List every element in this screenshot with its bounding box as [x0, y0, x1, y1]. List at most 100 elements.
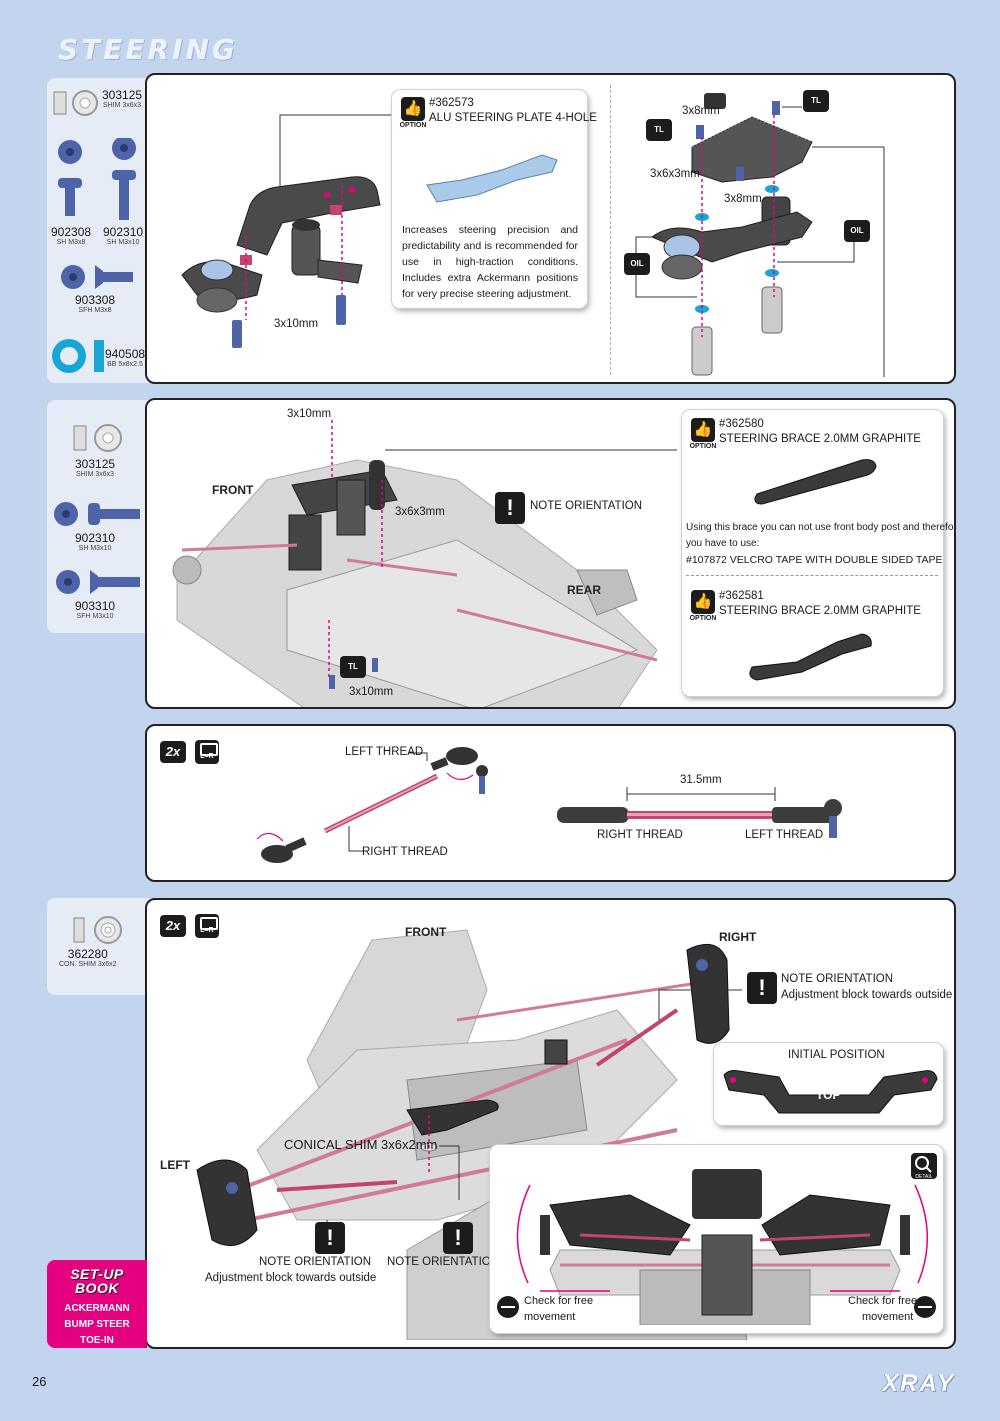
shim-icon — [73, 424, 122, 452]
right-label: RIGHT — [719, 930, 757, 944]
parts-box-step1: 303125 SHIM 3x6x3 902308 SH M3x8 902310 … — [47, 78, 157, 383]
left-right-same-icon: L=R — [195, 914, 219, 938]
steering-plate-illustration — [723, 1070, 938, 1114]
option-note-line: you have to use: — [686, 538, 760, 549]
countersunk-screw-icon — [61, 265, 133, 289]
screw-size-label: 3x8mm — [682, 105, 720, 117]
part-desc: SFH M3x8 — [78, 306, 112, 314]
front-label: FRONT — [405, 925, 447, 939]
setup-book-title: SET-UP — [70, 1266, 124, 1282]
option-part-number: #362573 — [429, 97, 474, 109]
screwdriver-icon — [497, 1296, 519, 1318]
note-orientation: NOTE ORIENTATION — [781, 973, 894, 985]
part-desc: SH M3x10 — [78, 544, 112, 552]
steering-arms-illustration — [635, 93, 885, 377]
screwdriver-icon — [914, 1296, 936, 1318]
screw-size-label: 3x8mm — [724, 193, 762, 205]
conical-shim-icon — [73, 916, 122, 944]
part-code: 362280 — [67, 947, 108, 961]
option-part-name: STEERING BRACE 2.0MM GRAPHITE — [719, 605, 921, 617]
attention-icon: ! — [315, 1222, 345, 1254]
option-note-line: Using this brace you can not use front b… — [686, 522, 956, 533]
right-thread-label: RIGHT THREAD — [597, 829, 683, 841]
alu-plate-illustration — [426, 154, 558, 203]
steering-assembly-illustration — [181, 114, 394, 348]
initial-position-label: INITIAL POSITION — [788, 1049, 885, 1061]
brace-illustration — [754, 459, 877, 505]
divider — [686, 575, 938, 576]
step3-panel: 2x L=R LEFT THREAD RIGHT THREAD 31.5mm R… — [145, 724, 956, 882]
part-desc: BB 5x8x2.5 — [107, 360, 143, 368]
step4-panel: 2x L=R FRONT RIGHT LEFT ! NOTE ORIENTATI… — [145, 898, 956, 1349]
option-callout: 👍OPTION #362580 STEERING BRACE 2.0MM GRA… — [682, 410, 954, 696]
page-title: STEERING — [58, 33, 238, 66]
screw-size-label: 3x10mm — [274, 318, 319, 330]
chassis-illustration — [172, 420, 677, 707]
parts-box-step2: 303125 SHIM 3x6x3 902310 SH M3x10 903310… — [47, 400, 157, 633]
part-code: 940508 — [105, 347, 146, 361]
screw-icon — [58, 138, 136, 220]
option-icon: 👍OPTION — [397, 97, 429, 129]
part-code: 903310 — [75, 599, 116, 613]
screw-size-label: 3x10mm — [287, 408, 332, 420]
check-free-movement: movement — [862, 1311, 914, 1323]
brace-illustration — [749, 633, 872, 681]
note-orientation: NOTE ORIENTATION — [259, 1256, 372, 1268]
shim-icon — [53, 90, 98, 116]
part-desc: SHIM 3x6x3 — [75, 470, 115, 478]
screw-icon — [54, 502, 140, 526]
attention-icon: ! — [443, 1222, 473, 1254]
attention-icon: ! — [747, 972, 777, 1004]
part-code: 902308 — [51, 225, 92, 239]
setup-book-item: BUMP STEER — [64, 1319, 130, 1330]
option-part-name: STEERING BRACE 2.0MM GRAPHITE — [719, 433, 921, 445]
note-orientation: NOTE ORIENTATION — [530, 500, 643, 512]
divider — [610, 85, 611, 375]
part-code: 902310 — [75, 531, 116, 545]
note-detail: Adjustment block towards outside — [205, 1272, 377, 1284]
detail-callout: DETAIL Check for free movement — [490, 1145, 943, 1333]
check-free-movement: Check for free — [848, 1295, 918, 1307]
front-label: FRONT — [212, 483, 254, 497]
initial-position-callout: INITIAL POSITION TOP — [714, 1043, 943, 1125]
option-part-number: #362580 — [719, 418, 764, 430]
part-code: 303125 — [75, 457, 116, 471]
detail-label: DETAIL — [915, 1174, 933, 1180]
step1-panel: 3x10mm 👍OPTION #362573 ALU STEERING PLAT… — [145, 73, 956, 384]
setup-book-item: TOE-IN — [80, 1335, 114, 1346]
turnbuckle-assembled-illustration — [557, 787, 842, 838]
option-icon: 👍OPTION — [687, 418, 719, 450]
setup-book-title: BOOK — [75, 1280, 119, 1296]
note-detail: Adjustment block towards outside — [781, 989, 953, 1001]
setup-book-badge: SET-UP BOOK ACKERMANN BUMP STEER TOE-IN — [47, 1260, 147, 1348]
oil-icon: OIL — [844, 220, 870, 242]
oil-icon: OIL — [624, 253, 650, 275]
note-orientation: NOTE ORIENTATION — [387, 1256, 500, 1268]
length-label: 31.5mm — [680, 774, 722, 786]
countersunk-screw-icon — [56, 570, 140, 594]
shim-size-label: 3x6x3mm — [395, 506, 445, 518]
left-label: LEFT — [160, 1158, 190, 1172]
top-label: TOP — [816, 1088, 841, 1102]
option-description: Increases steering precision and predict… — [402, 224, 578, 300]
threadlock-icon: TL — [646, 119, 672, 141]
part-code: 303125 — [102, 88, 143, 102]
quantity-badge: 2x — [160, 741, 186, 763]
step2-panel: 3x10mm FRONT 3x6x3mm REAR ! NOTE ORIENTA… — [145, 398, 956, 709]
turnbuckle-exploded-illustration — [256, 747, 488, 863]
brand-logo: XRAY — [882, 1370, 955, 1397]
page-number: 26 — [32, 1374, 47, 1389]
attention-icon: ! — [495, 492, 525, 524]
option-note-line: #107872 VELCRO TAPE WITH DOUBLE SIDED TA… — [686, 554, 943, 566]
option-part-name: ALU STEERING PLATE 4-HOLE — [429, 112, 597, 124]
bearing-icon — [52, 339, 104, 373]
shim-size-label: 3x6x3mm — [650, 168, 700, 180]
quantity-badge: 2x — [160, 915, 186, 937]
right-thread-label: RIGHT THREAD — [362, 846, 448, 858]
part-desc: SH M3x10 — [106, 238, 140, 246]
setup-book-item: ACKERMANN — [64, 1303, 130, 1314]
rear-label: REAR — [567, 583, 602, 597]
part-desc: SH M3x8 — [56, 238, 86, 246]
threadlock-icon: TL — [803, 90, 829, 112]
part-desc: CON. SHIM 3x6x2 — [59, 960, 117, 968]
